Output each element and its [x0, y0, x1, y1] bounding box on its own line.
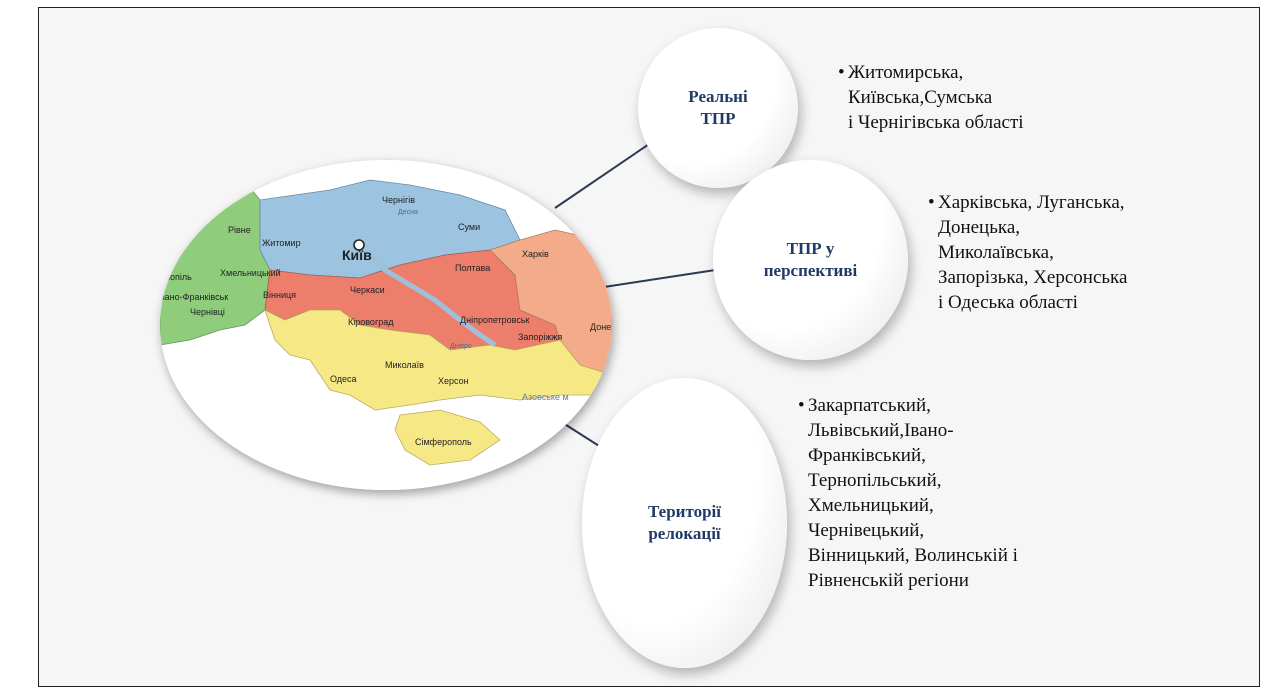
map-label-sumy: Суми — [458, 222, 480, 232]
list-perspective-item: Харківська, Луганська, — [938, 192, 1125, 213]
bubble-real-line1: Реальні — [688, 87, 748, 106]
bubble-relocation-line1: Території — [647, 502, 721, 521]
list-perspective-item: Донецька, — [938, 217, 1021, 238]
list-relocation-item: Тернопільський, — [808, 470, 942, 491]
map-label-done: Доне — [590, 322, 611, 332]
list-perspective-item: Запорізька, Херсонська — [938, 267, 1128, 288]
list-relocation: •Закарпатський, Львівський,Івано- Франкі… — [798, 393, 1108, 593]
list-relocation-item: Чернівецький, — [808, 520, 925, 541]
bubble-perspective: ТПР у перспективі — [713, 160, 908, 360]
list-real-item: і Чернігівська області — [848, 112, 1024, 133]
connector-real — [554, 139, 656, 209]
bullet: • — [798, 395, 805, 416]
list-relocation-item: Закарпатський, — [808, 395, 931, 416]
list-perspective: •Харківська, Луганська, Донецька, Микола… — [928, 190, 1218, 315]
list-real: •Житомирська, Київська,Сумська і Чернігі… — [838, 60, 1093, 135]
list-relocation-item: Хмельницький, — [808, 495, 934, 516]
list-real-item: Київська, — [848, 87, 925, 108]
map-label-dnipro: Дніпропетровськ — [460, 315, 530, 325]
map-river-dnipro — [363, 248, 497, 348]
map-label-poltava: Полтава — [455, 263, 490, 273]
map-label-kirovohrad: Кіровоград — [348, 317, 394, 327]
bullet: • — [928, 192, 935, 213]
map-label-dnipro-river: Дніпро — [450, 342, 472, 350]
bubble-relocation-line2: релокації — [648, 524, 721, 543]
map-label-kharkiv: Харків — [522, 249, 549, 259]
map-kyiv-marker — [353, 239, 365, 251]
map-label-kherson: Херсон — [438, 376, 469, 386]
bubble-real: Реальні ТПР — [638, 28, 798, 188]
bubble-perspective-line1: ТПР у — [786, 239, 835, 258]
list-perspective-item: Миколаївська, — [938, 242, 1054, 263]
list-real-item: Житомирська, — [848, 62, 964, 83]
bubble-relocation: Території релокації — [582, 378, 787, 668]
list-relocation-item: Івано- — [904, 420, 954, 441]
map-label-khmelnytskyi: Хмельницький — [220, 268, 281, 278]
bullet: • — [838, 62, 845, 83]
map-label-kyiv: Київ — [342, 247, 372, 263]
map-label-odesa: Одеса — [330, 374, 357, 384]
list-relocation-item: Рівненській регіони — [808, 570, 969, 591]
map-region-crimea — [394, 409, 501, 466]
map-label-mykolaiv: Миколаїв — [385, 360, 424, 370]
map-label-zaporizhzhia: Запоріжжя — [518, 332, 562, 342]
map-label-simferopol: Сімферополь — [415, 437, 472, 447]
list-perspective-item: і Одеська області — [938, 292, 1078, 313]
map-label-zhytomyr: Житомир — [262, 238, 301, 248]
list-relocation-item: Вінницький, Волинській і — [808, 545, 1018, 566]
map-label-rivne: Рівне — [228, 225, 251, 235]
map-label-chernivtsi: Чернівці — [190, 307, 225, 317]
map-region-south — [264, 309, 612, 411]
bubble-perspective-line2: перспективі — [763, 261, 858, 280]
map-label-azov: Азовське м — [522, 392, 569, 402]
map-label-ivano: вано-Франківськ — [160, 292, 228, 302]
map-label-cherkasy: Черкаси — [350, 285, 385, 295]
map-label-chernihiv: Чернігів — [382, 195, 415, 205]
connector-perspective — [603, 268, 723, 288]
bubble-real-line2: ТПР — [700, 109, 736, 128]
map-label-desna: Десна — [398, 209, 418, 216]
map-label-ternopil: рнопіль — [160, 272, 192, 282]
list-relocation-item: Львівський, — [808, 420, 905, 441]
list-real-item: Сумська — [924, 87, 993, 108]
ukraine-map: Рівне Житомир Київ Чернігів Десна Суми р… — [160, 160, 612, 490]
map-label-vinnytsia: Вінниця — [263, 290, 296, 300]
list-relocation-item: Франківський, — [808, 445, 926, 466]
